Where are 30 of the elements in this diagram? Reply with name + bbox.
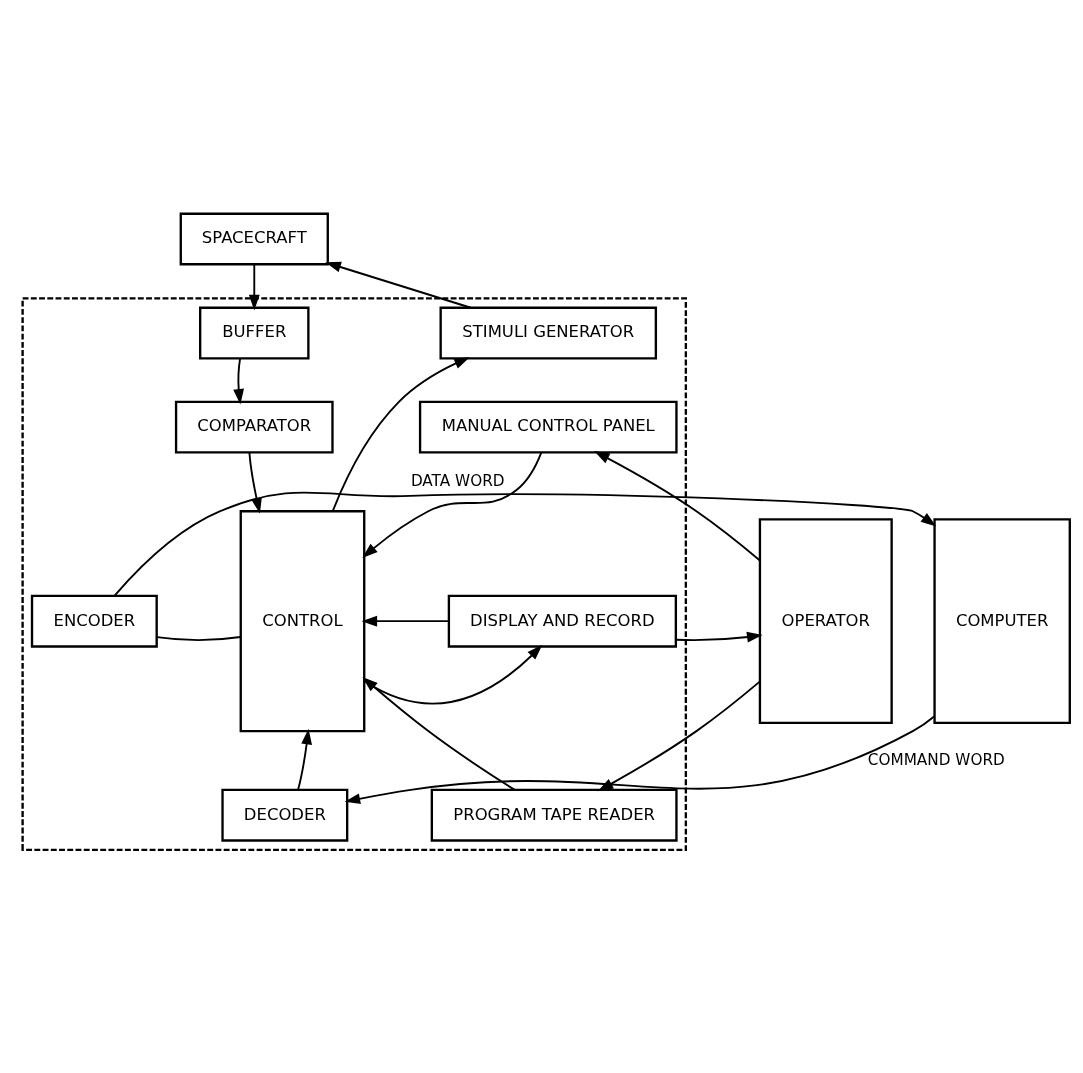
node-box: CONTROL: [239, 510, 366, 733]
arrow: [233, 357, 245, 405]
node-box: PROGRAM TAPE READER: [430, 788, 678, 842]
arrow: [248, 263, 260, 311]
edge-label: COMMAND WORD: [867, 750, 1005, 769]
arrow: [297, 728, 312, 791]
cluster: [21, 297, 688, 852]
connector: [156, 636, 242, 642]
node-box: DECODER: [221, 788, 349, 842]
node-box: BUFFER: [199, 306, 310, 360]
edge-label: DATA WORD: [410, 471, 505, 490]
arrow: [363, 644, 543, 705]
arrow: [113, 491, 937, 597]
arrow: [597, 680, 761, 792]
node-box: MANUAL CONTROL PANEL: [418, 400, 678, 454]
arrow: [361, 615, 450, 627]
node-box: STIMULI GENERATOR: [439, 306, 658, 360]
arrow: [362, 451, 543, 559]
node-box: SPACECRAFT: [179, 212, 329, 266]
arrow: [325, 261, 472, 309]
node-box: ENCODER: [30, 594, 158, 648]
arrow: [331, 357, 470, 512]
arrow: [675, 631, 763, 643]
node-box: COMPARATOR: [174, 400, 334, 454]
arrow: [344, 715, 936, 805]
node-box: COMPUTER: [933, 518, 1071, 725]
arrow: [362, 676, 516, 791]
node-box: DISPLAY AND RECORD: [447, 594, 678, 648]
arrow: [594, 451, 761, 562]
node-box: OPERATOR: [758, 518, 893, 725]
